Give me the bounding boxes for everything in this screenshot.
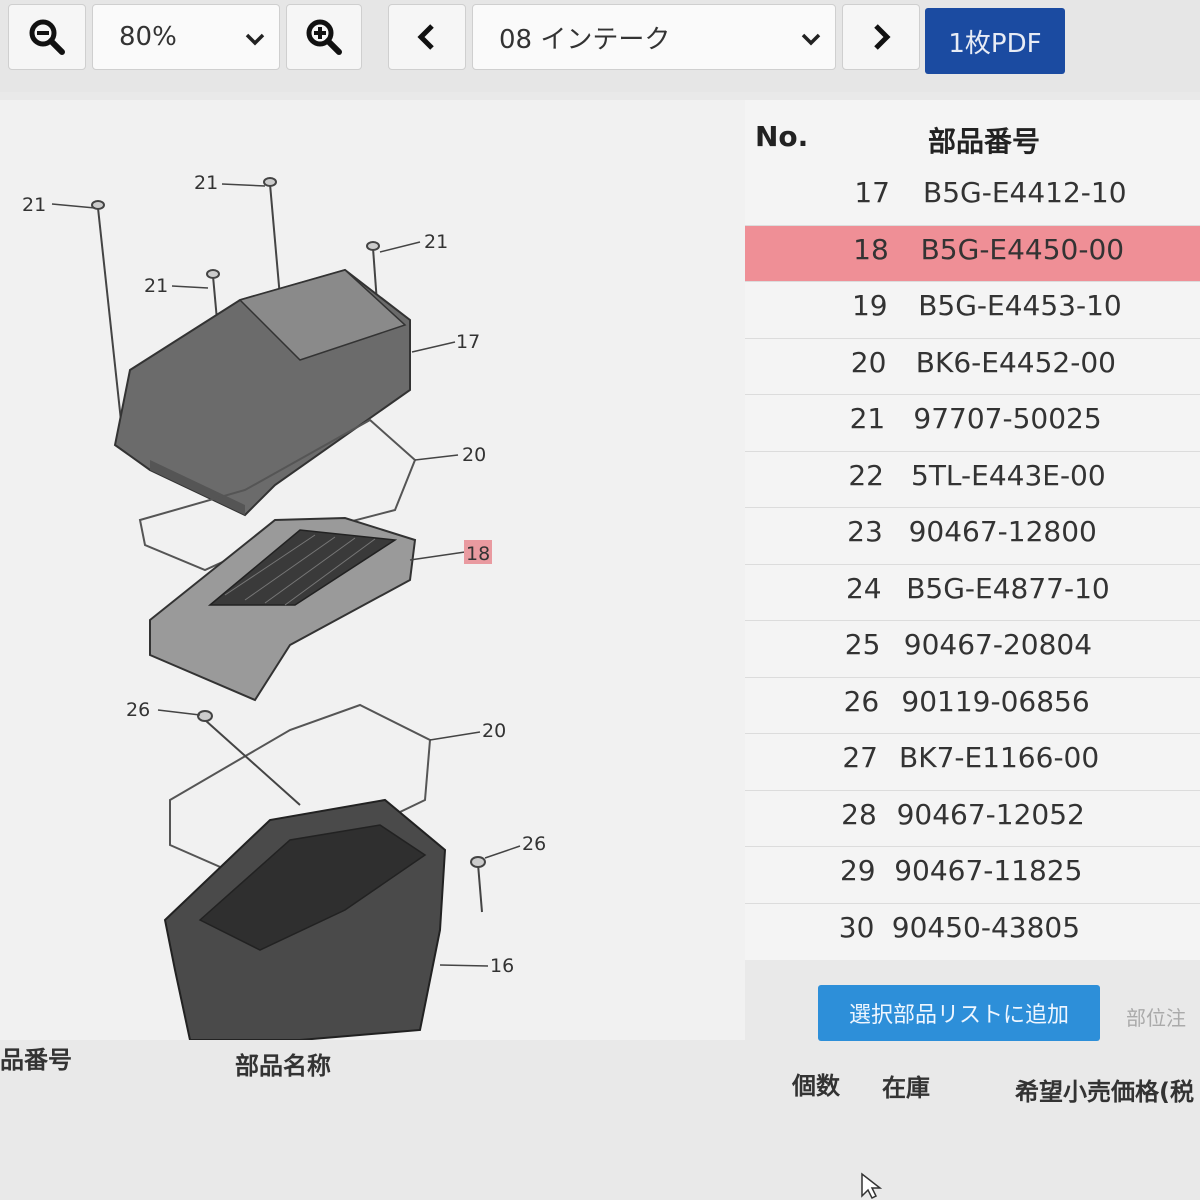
callout-18[interactable]: 18 (466, 543, 490, 565)
row-divider (745, 676, 1200, 678)
parts-list-row[interactable]: 23 90467-12800 (745, 507, 1200, 563)
intake-exploded-view: 21 21 21 21 17 20 18 26 20 26 16 (22, 172, 546, 1041)
row-part-number[interactable]: 90467-12800 (908, 515, 1097, 548)
chevron-left-icon (417, 24, 434, 50)
row-divider (745, 846, 1200, 847)
row-number: 26 (843, 684, 880, 718)
callout-21[interactable]: 21 (22, 194, 46, 216)
parts-list-row[interactable]: 24 B5G-E4877-10 (745, 564, 1200, 620)
row-part-number[interactable]: 97707-50025 (913, 402, 1102, 435)
column-header-part-number: 部品番号 (928, 125, 1041, 158)
chevron-right-icon (874, 24, 891, 50)
footer-header-stock: 在庫 (882, 1074, 930, 1102)
footer-header-qty: 個数 (792, 1072, 840, 1100)
row-number: 29 (839, 854, 876, 887)
footer-header-price: 希望小売価格(税 (1015, 1078, 1194, 1106)
row-part-number[interactable]: 5TL-E443E-00 (911, 458, 1106, 492)
row-number: 27 (842, 741, 878, 774)
zoom-out-icon (29, 19, 65, 55)
callout-21[interactable]: 21 (194, 172, 218, 194)
row-part-number[interactable]: 90119-06856 (901, 684, 1090, 718)
row-divider (745, 789, 1200, 791)
row-part-number[interactable]: 90467-12052 (896, 797, 1085, 831)
row-part-number[interactable]: B5G-E4412-10 (923, 176, 1127, 209)
add-to-selection-list-button[interactable]: 選択部品リストに追加 (818, 985, 1100, 1041)
mouse-cursor-icon (861, 1172, 883, 1200)
zoom-select-value: 80% (119, 22, 177, 52)
row-divider (745, 902, 1200, 904)
row-number: 22 (848, 458, 884, 492)
footer-header-part-number: 品番号 (0, 1046, 72, 1074)
parts-list-row[interactable]: 19 B5G-E4453-10 (745, 281, 1200, 337)
zoom-in-icon (306, 19, 342, 55)
row-divider (745, 394, 1200, 395)
row-part-number[interactable]: B5G-E4453-10 (918, 289, 1122, 322)
zoom-select[interactable]: 80% (92, 4, 280, 70)
row-number: 18 (853, 232, 889, 266)
row-part-number[interactable]: B5G-E4877-10 (906, 571, 1110, 605)
parts-list-row[interactable]: 29 90467-11825 (745, 846, 1200, 902)
row-part-number[interactable]: BK7-E1166-00 (899, 741, 1100, 774)
next-section-button[interactable] (842, 4, 920, 70)
parts-list-row[interactable]: 30 90450-43805 (745, 903, 1200, 959)
parts-list-row[interactable]: 22 5TL-E443E-00 (745, 451, 1200, 507)
parts-list-row[interactable]: 17 B5G-E4412-10 (745, 168, 1200, 224)
parts-diagram: 21 21 21 21 17 20 18 26 20 26 16 (0, 100, 745, 1041)
row-number: 17 (854, 176, 890, 209)
row-divider (745, 337, 1200, 339)
row-divider (745, 733, 1200, 734)
row-number: 25 (844, 628, 881, 661)
row-number: 20 (850, 345, 887, 379)
row-number: 28 (841, 797, 877, 831)
zoom-out-button[interactable] (8, 4, 86, 70)
section-note-link: 部位注 (1126, 1006, 1186, 1030)
callout-20[interactable]: 20 (462, 444, 486, 466)
parts-list-row[interactable]: 25 90467-20804 (745, 620, 1200, 676)
chevron-down-icon (245, 33, 265, 46)
callout-21[interactable]: 21 (144, 275, 168, 297)
parts-list-row[interactable]: 27 BK7-E1166-00 (745, 733, 1200, 789)
section-select[interactable]: 08 インテーク (472, 4, 836, 70)
callout-21[interactable]: 21 (424, 231, 448, 253)
row-number: 19 (851, 289, 888, 322)
row-number: 24 (845, 571, 882, 605)
row-divider (745, 281, 1200, 282)
row-number: 30 (838, 910, 875, 944)
row-number: 21 (849, 402, 886, 435)
row-part-number[interactable]: BK6-E4452-00 (915, 345, 1116, 379)
parts-list-row[interactable]: 20 BK6-E4452-00 (745, 338, 1200, 394)
parts-list-row[interactable]: 21 97707-50025 (745, 394, 1200, 450)
row-divider (745, 450, 1200, 452)
zoom-in-button[interactable] (286, 4, 362, 70)
column-header-no: No. (755, 120, 809, 153)
footer-header-part-name: 部品名称 (235, 1052, 331, 1080)
row-number: 23 (847, 515, 883, 548)
row-divider (745, 224, 1200, 226)
callout-26[interactable]: 26 (126, 699, 150, 721)
row-divider (745, 620, 1200, 621)
chevron-down-icon (801, 33, 821, 46)
callout-20[interactable]: 20 (482, 720, 506, 742)
row-part-number[interactable]: 90467-11825 (894, 854, 1083, 887)
callout-26[interactable]: 26 (522, 833, 546, 855)
row-divider (745, 563, 1200, 565)
parts-list-row[interactable]: 18 B5G-E4450-00 (745, 224, 1200, 281)
section-select-value: 08 インテーク (499, 24, 671, 55)
row-divider (745, 507, 1200, 508)
callout-16[interactable]: 16 (490, 955, 514, 977)
single-pdf-button[interactable]: 1枚PDF (925, 8, 1065, 74)
row-part-number[interactable]: 90450-43805 (891, 910, 1081, 944)
prev-section-button[interactable] (388, 4, 466, 70)
parts-list-row[interactable]: 26 90119-06856 (745, 677, 1200, 733)
parts-list-row[interactable]: 28 90467-12052 (745, 790, 1200, 846)
row-part-number[interactable]: B5G-E4450-00 (920, 232, 1125, 266)
toolbar: 80% 08 インテーク 1枚PDF (0, 0, 1200, 92)
row-part-number[interactable]: 90467-20804 (903, 628, 1093, 661)
callout-17[interactable]: 17 (456, 331, 480, 353)
